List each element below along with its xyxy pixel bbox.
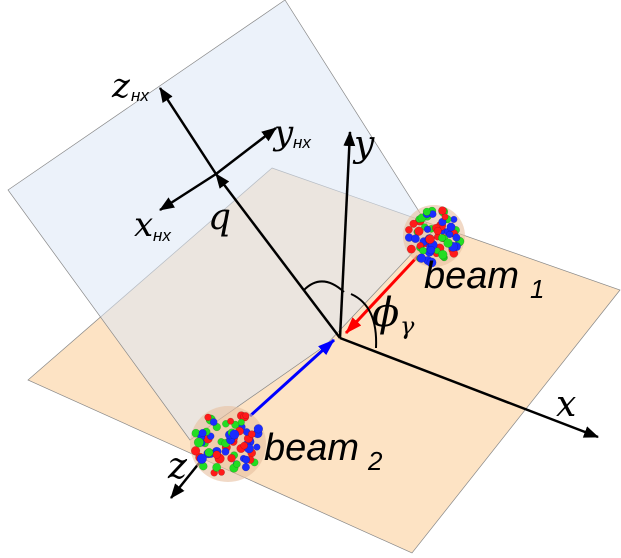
- beam2-text: beam: [264, 427, 359, 469]
- x-hx-axis: [159, 172, 217, 212]
- nucleon: [411, 234, 420, 243]
- nucleon: [409, 219, 418, 228]
- y-label: y: [352, 124, 375, 165]
- z-hx-axis: [158, 87, 218, 175]
- beam1-subscript: 1: [530, 274, 544, 304]
- angle-arc-q-y: [303, 280, 345, 293]
- z-hx-label: z нх: [111, 66, 149, 106]
- z-hx-letter: z: [111, 66, 131, 106]
- nucleon: [423, 225, 432, 233]
- y-axis: [338, 131, 356, 339]
- beam2-subscript: 2: [367, 446, 383, 476]
- z-label: z: [167, 446, 188, 487]
- nucleon: [240, 441, 248, 450]
- q-vector: [215, 173, 341, 339]
- beam1-text: beam: [424, 255, 519, 297]
- nucleon: [446, 230, 454, 239]
- angle-arc-phi: [350, 293, 378, 349]
- nucleon: [419, 246, 427, 255]
- nucleon: [209, 418, 218, 426]
- nucleon: [426, 245, 436, 255]
- nucleon: [227, 417, 235, 425]
- nucleon: [414, 226, 424, 236]
- nucleon: [196, 453, 207, 464]
- x-label: x: [556, 384, 576, 425]
- nucleon: [422, 207, 431, 216]
- x-hx-label: x нх: [134, 205, 171, 245]
- beam1-label: beam 1: [424, 255, 544, 304]
- nucleon: [221, 447, 230, 456]
- nucleon: [193, 437, 204, 448]
- nucleon: [452, 233, 461, 242]
- tilted-plane: [7, 0, 433, 441]
- y-hx-subscript: нх: [293, 133, 311, 152]
- z-axis: [170, 461, 201, 499]
- nucleon: [229, 429, 240, 440]
- nucleon: [450, 215, 458, 223]
- y-hx-letter: y: [272, 113, 294, 153]
- nucleon: [446, 222, 456, 232]
- nucleon: [227, 454, 236, 463]
- phi-gamma-label: ϕ γ: [372, 290, 415, 340]
- nucleon: [191, 446, 201, 456]
- nucleon: [204, 413, 212, 421]
- q-label: q: [208, 197, 231, 238]
- nucleon: [443, 238, 453, 248]
- y-hx-label: y нх: [272, 113, 311, 153]
- x-axis: [339, 336, 599, 439]
- nucleon: [406, 244, 416, 254]
- x-hx-subscript: нх: [153, 226, 171, 245]
- nucleon: [438, 206, 447, 215]
- nucleon: [212, 450, 221, 459]
- x-hx-letter: x: [134, 205, 153, 245]
- nucleon: [253, 443, 261, 451]
- nucleon: [231, 420, 240, 429]
- phi-letter: ϕ: [372, 290, 399, 336]
- nucleon: [433, 226, 442, 235]
- phi-subscript: γ: [400, 312, 415, 340]
- y-hx-axis: [215, 127, 277, 175]
- beam2-label: beam 2: [264, 427, 383, 476]
- nucleon: [198, 429, 207, 438]
- nucleon: [237, 418, 245, 426]
- nucleon: [233, 460, 241, 468]
- nucleon: [204, 448, 214, 457]
- nucleon: [438, 249, 448, 260]
- z-hx-subscript: нх: [131, 86, 149, 105]
- nucleon: [405, 225, 413, 234]
- nucleon: [247, 430, 256, 439]
- nucleon: [242, 455, 251, 464]
- nucleon: [437, 233, 446, 242]
- beam1-arrow: [344, 254, 420, 335]
- beam2-arrow: [248, 338, 336, 418]
- nucleon: [242, 412, 250, 419]
- nucleon: [212, 462, 222, 472]
- nucleon: [425, 234, 435, 244]
- nucleon: [218, 468, 225, 476]
- nucleon: [253, 424, 264, 434]
- nucleon: [416, 253, 427, 263]
- nucleon: [241, 463, 250, 472]
- nucleon: [426, 257, 437, 268]
- nucleus-beam2: [190, 406, 266, 482]
- nucleus-beam1: [403, 205, 465, 268]
